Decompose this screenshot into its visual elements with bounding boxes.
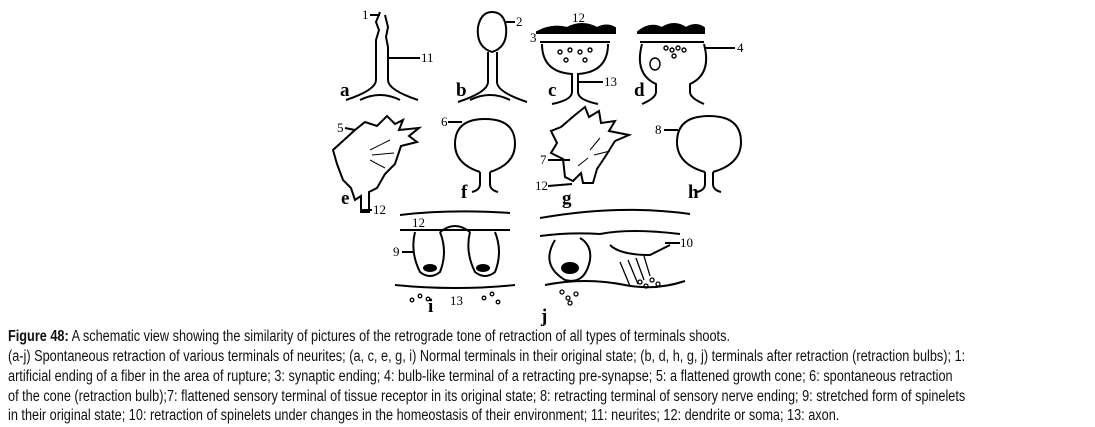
label-1: 1 — [362, 7, 369, 22]
panel-f-drawing — [448, 117, 517, 193]
panel-label-j: j — [540, 306, 547, 327]
caption-line: of the cone (retraction bulb);7: flatten… — [8, 388, 966, 405]
figure-number: Figure 48: — [8, 328, 69, 345]
panel-label-c: c — [548, 80, 556, 101]
label-9: 9 — [393, 244, 400, 259]
panel-d-drawing — [637, 23, 735, 105]
label-5: 5 — [337, 120, 344, 135]
label-10: 10 — [680, 235, 693, 250]
panel-j-drawing — [539, 208, 691, 306]
label-8: 8 — [655, 122, 662, 137]
caption-line: (a-j) Spontaneous retraction of various … — [8, 348, 966, 365]
label-7: 7 — [540, 152, 547, 167]
panel-label-d: d — [634, 80, 645, 101]
panel-h-drawing — [664, 114, 743, 193]
panel-e-drawing — [331, 114, 423, 213]
panel-a-drawing — [345, 11, 420, 101]
label-11: 11 — [421, 50, 434, 65]
caption-line: artificial ending of a fiber in the area… — [8, 368, 953, 385]
panel-i-drawing — [394, 210, 516, 305]
label-4: 4 — [737, 40, 744, 55]
panel-label-g: g — [562, 188, 572, 209]
caption-title: Figure 48: A schematic view showing the … — [8, 328, 1074, 346]
label-2: 2 — [516, 14, 523, 29]
panel-b-drawing — [457, 10, 528, 103]
label-13: 13 — [604, 74, 617, 89]
label-13: 13 — [450, 293, 463, 308]
panel-label-a: a — [340, 80, 350, 101]
label-12: 12 — [572, 10, 585, 25]
label-12: 12 — [373, 202, 386, 217]
panel-label-i: i — [428, 296, 433, 317]
caption-title-text: A schematic view showing the similarity … — [68, 328, 730, 345]
caption-line: in their original state; 10: retraction … — [8, 407, 840, 424]
panel-label-f: f — [461, 182, 468, 203]
label-12: 12 — [535, 178, 548, 193]
panel-g-drawing — [547, 105, 633, 187]
panel-label-h: h — [688, 182, 699, 203]
label-12: 12 — [412, 215, 425, 230]
label-3: 3 — [530, 30, 537, 45]
panel-label-b: b — [456, 80, 467, 101]
panel-c-drawing — [536, 23, 616, 105]
label-6: 6 — [441, 114, 448, 129]
panel-label-e: e — [341, 188, 349, 209]
schematic-figure: a b c d e f g h i j 1 11 2 12 3 13 4 5 6… — [331, 7, 744, 327]
